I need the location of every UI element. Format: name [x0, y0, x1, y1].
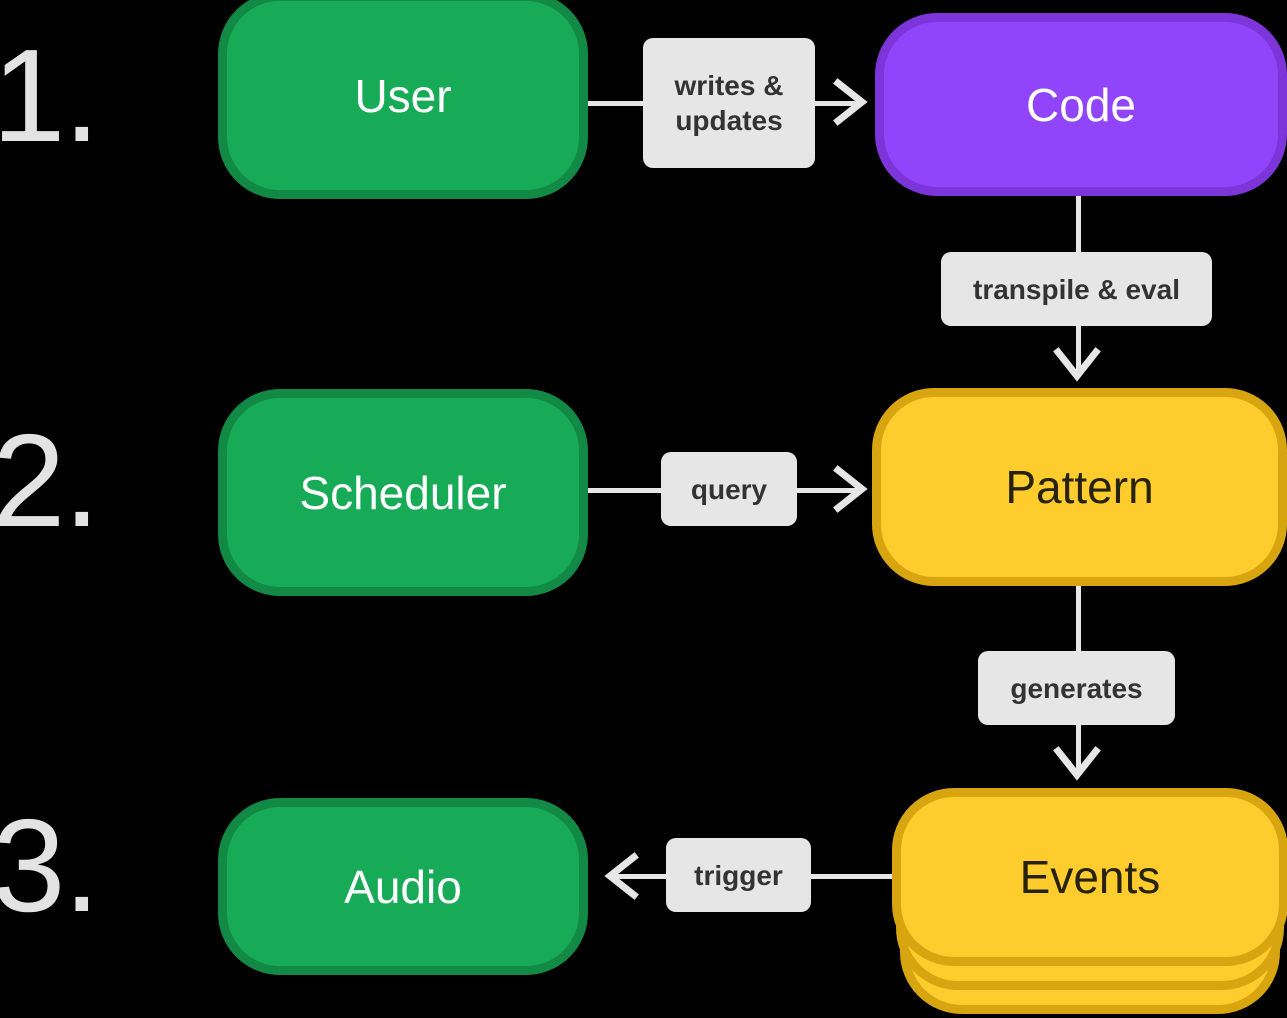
step-number-3: 3.	[0, 792, 100, 939]
arrowhead-user-to-code	[833, 78, 868, 126]
node-scheduler-label: Scheduler	[299, 466, 507, 519]
arrowhead-code-to-pattern	[1053, 347, 1101, 382]
node-user-label: User	[354, 69, 452, 122]
edge-label-trigger: trigger	[666, 838, 811, 912]
edge-label-transpile-eval: transpile & eval	[941, 252, 1212, 326]
edge-scheduler-pattern-line-right	[797, 488, 859, 493]
step-number-1: 1.	[0, 22, 100, 169]
node-events[interactable]: Events	[892, 788, 1287, 1018]
node-code[interactable]: Code	[875, 13, 1287, 196]
edge-label-query: query	[661, 452, 797, 526]
step-number-2: 2.	[0, 407, 100, 554]
edge-events-audio-line-right	[810, 874, 892, 879]
node-events-stack-layer-1: Events	[892, 788, 1287, 966]
edge-user-code-line-left	[588, 101, 646, 106]
edge-scheduler-pattern-line-left	[588, 488, 662, 493]
arrowhead-pattern-to-events	[1053, 746, 1101, 781]
node-scheduler[interactable]: Scheduler	[218, 389, 588, 596]
edge-events-audio-line-left	[612, 874, 670, 879]
edge-pattern-events-line-top	[1076, 586, 1081, 651]
edge-code-pattern-line-top	[1076, 196, 1081, 252]
edge-pattern-events-line-bottom	[1076, 724, 1081, 772]
arrowhead-events-to-audio	[604, 852, 639, 900]
node-code-label: Code	[1026, 78, 1136, 131]
node-audio-label: Audio	[344, 860, 462, 913]
node-audio[interactable]: Audio	[218, 798, 588, 975]
node-user[interactable]: User	[218, 0, 588, 199]
edge-code-pattern-line-bottom	[1076, 325, 1081, 373]
edge-label-writes-updates: writes & updates	[643, 38, 815, 168]
node-pattern-label: Pattern	[1005, 461, 1154, 513]
node-pattern[interactable]: Pattern	[872, 388, 1287, 586]
edge-user-code-line-right	[814, 101, 858, 106]
edge-label-generates: generates	[978, 651, 1175, 725]
arrowhead-scheduler-to-pattern	[833, 465, 868, 513]
node-events-label: Events	[1019, 851, 1161, 903]
